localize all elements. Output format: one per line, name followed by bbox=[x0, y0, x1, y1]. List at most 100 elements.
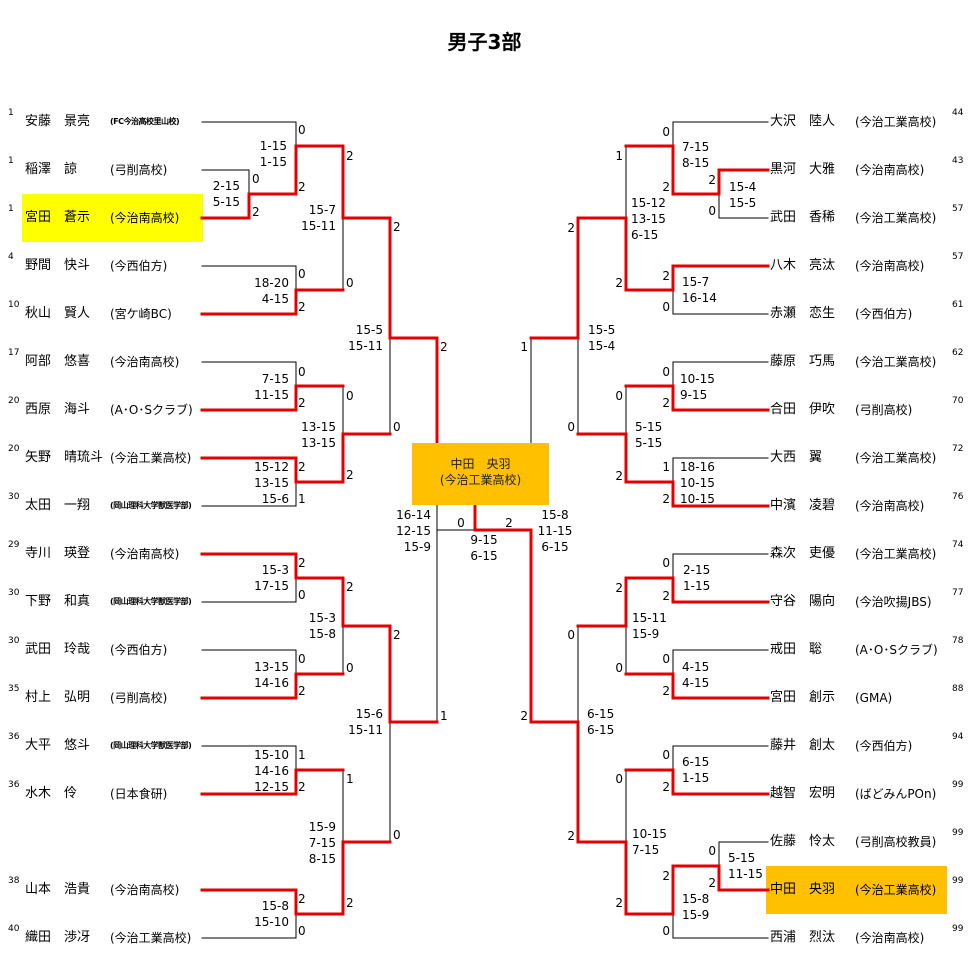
game-scores: 15-8 11-15 6-15 bbox=[537, 508, 573, 554]
game-scores: 15-7 15-11 bbox=[301, 203, 336, 233]
player-seed: 76 bbox=[952, 492, 964, 502]
match-games-won: 0 bbox=[298, 123, 306, 137]
player-school: (今治南高校) bbox=[855, 931, 925, 945]
match-games-won: 0 bbox=[662, 652, 670, 666]
player-seed: 36 bbox=[8, 780, 20, 790]
player-name: 大西 翼 bbox=[770, 450, 823, 465]
match-games-won: 2 bbox=[662, 684, 670, 698]
match-games-won: 2 bbox=[393, 628, 401, 642]
player-name: 武田 香稀 bbox=[770, 210, 836, 225]
player-name: 越智 宏明 bbox=[770, 786, 836, 801]
player-name: 野間 快斗 bbox=[25, 258, 91, 273]
game-scores: 6-15 6-15 bbox=[587, 707, 615, 737]
player-name: 八木 亮汰 bbox=[770, 258, 836, 273]
player-seed: 99 bbox=[952, 924, 964, 934]
game-scores: 15-6 15-11 bbox=[348, 707, 383, 737]
player-school: (今治工業高校) bbox=[110, 931, 192, 945]
game-scores: 15-5 15-11 bbox=[348, 323, 383, 353]
match-games-won: 0 bbox=[298, 588, 306, 602]
player-seed: 99 bbox=[952, 780, 964, 790]
match-games-won: 2 bbox=[615, 469, 623, 483]
match-games-won: 0 bbox=[298, 267, 306, 281]
match-games-won: 0 bbox=[662, 125, 670, 139]
player-seed: 57 bbox=[952, 252, 964, 262]
player-name: 大平 悠斗 bbox=[25, 738, 91, 753]
match-games-won: 2 bbox=[567, 221, 575, 235]
match-games-won: 2 bbox=[615, 276, 623, 290]
match-games-won: 2 bbox=[662, 180, 670, 194]
match-games-won: 0 bbox=[662, 556, 670, 570]
match-games-won: 1 bbox=[346, 772, 354, 786]
match-games-won: 2 bbox=[393, 220, 401, 234]
match-games-won: 2 bbox=[298, 396, 306, 410]
player-seed: 43 bbox=[952, 156, 964, 166]
player-seed: 99 bbox=[952, 828, 964, 838]
match-games-won: 2 bbox=[708, 876, 716, 890]
player-name: 守谷 陽向 bbox=[770, 594, 836, 609]
player-seed: 57 bbox=[952, 204, 964, 214]
game-scores: 15-12 13-15 15-6 bbox=[254, 460, 289, 506]
match-games-won: 0 bbox=[662, 300, 670, 314]
game-scores: 7-15 8-15 bbox=[682, 140, 710, 170]
champion-box: 中田 央羽 (今治工業高校) bbox=[412, 443, 549, 505]
game-scores: 16-14 12-15 15-9 bbox=[396, 508, 431, 554]
finalist-highlight bbox=[22, 194, 203, 242]
player-school: (今治南高校) bbox=[855, 499, 925, 513]
game-scores: 15-9 7-15 8-15 bbox=[308, 820, 336, 866]
player-school: (今治工業高校) bbox=[855, 883, 937, 897]
champion-highlight bbox=[766, 866, 947, 914]
player-name: 宮田 創示 bbox=[770, 690, 836, 705]
player-school: (岡山理科大学獣医学部) bbox=[110, 741, 192, 750]
match-games-won: 2 bbox=[298, 556, 306, 570]
player-school: (今西伯方) bbox=[855, 739, 913, 753]
game-scores: 13-15 13-15 bbox=[301, 420, 336, 450]
game-scores: 15-3 15-8 bbox=[308, 611, 336, 641]
player-school: (今西伯方) bbox=[110, 259, 168, 273]
page-title: 男子3部 bbox=[447, 30, 522, 54]
player-school: (今治工業高校) bbox=[855, 211, 937, 225]
player-name: 藤井 創太 bbox=[770, 738, 836, 753]
player-school: (今治工業高校) bbox=[110, 451, 192, 465]
player-school: (岡山理科大学獣医学部) bbox=[110, 501, 192, 510]
match-games-won: 0 bbox=[615, 389, 623, 403]
player-seed: 99 bbox=[952, 876, 964, 886]
player-seed: 36 bbox=[8, 732, 20, 742]
player-school: (弓削高校) bbox=[110, 691, 168, 705]
player-school: (今治工業高校) bbox=[855, 451, 937, 465]
player-seed: 40 bbox=[8, 924, 20, 934]
game-scores: 10-15 7-15 bbox=[632, 827, 667, 857]
player-school: (今治南高校) bbox=[855, 259, 925, 273]
player-school: (今治南高校) bbox=[110, 355, 180, 369]
match-games-won: 0 bbox=[252, 172, 260, 186]
player-seed: 77 bbox=[952, 588, 964, 598]
player-name: 中濱 凌碧 bbox=[770, 498, 836, 513]
player-school: (今治工業高校) bbox=[855, 115, 937, 129]
match-games-won: 0 bbox=[662, 365, 670, 379]
game-scores: 1-15 1-15 bbox=[259, 139, 287, 169]
match-games-won: 0 bbox=[708, 204, 716, 218]
player-name: 赤瀬 恋生 bbox=[770, 306, 836, 321]
champion-name: 中田 央羽 bbox=[450, 457, 511, 471]
player-school: (今西伯方) bbox=[110, 643, 168, 657]
player-school: (岡山理科大学獣医学部) bbox=[110, 597, 192, 606]
game-scores: 5-15 5-15 bbox=[635, 420, 663, 450]
match-games-won: 2 bbox=[440, 340, 448, 354]
player-seed: 1 bbox=[8, 204, 14, 214]
player-school: (弓削高校教員) bbox=[855, 835, 937, 849]
player-school: (今治南高校) bbox=[110, 547, 180, 561]
player-school: (日本食研) bbox=[110, 787, 168, 801]
match-games-won: 0 bbox=[393, 828, 401, 842]
game-scores: 7-15 11-15 bbox=[254, 372, 289, 402]
player-seed: 30 bbox=[8, 588, 20, 598]
match-games-won: 2 bbox=[520, 709, 528, 723]
match-games-won: 0 bbox=[393, 420, 401, 434]
match-games-won: 2 bbox=[346, 896, 354, 910]
match-games-won: 2 bbox=[505, 516, 513, 530]
player-seed: 62 bbox=[952, 348, 964, 358]
game-scores: 15-8 15-9 bbox=[682, 892, 710, 922]
match-games-won: 2 bbox=[346, 580, 354, 594]
player-name: 黒河 大雅 bbox=[770, 162, 836, 177]
game-scores: 15-3 17-15 bbox=[254, 563, 289, 593]
game-scores: 2-15 1-15 bbox=[683, 563, 711, 593]
